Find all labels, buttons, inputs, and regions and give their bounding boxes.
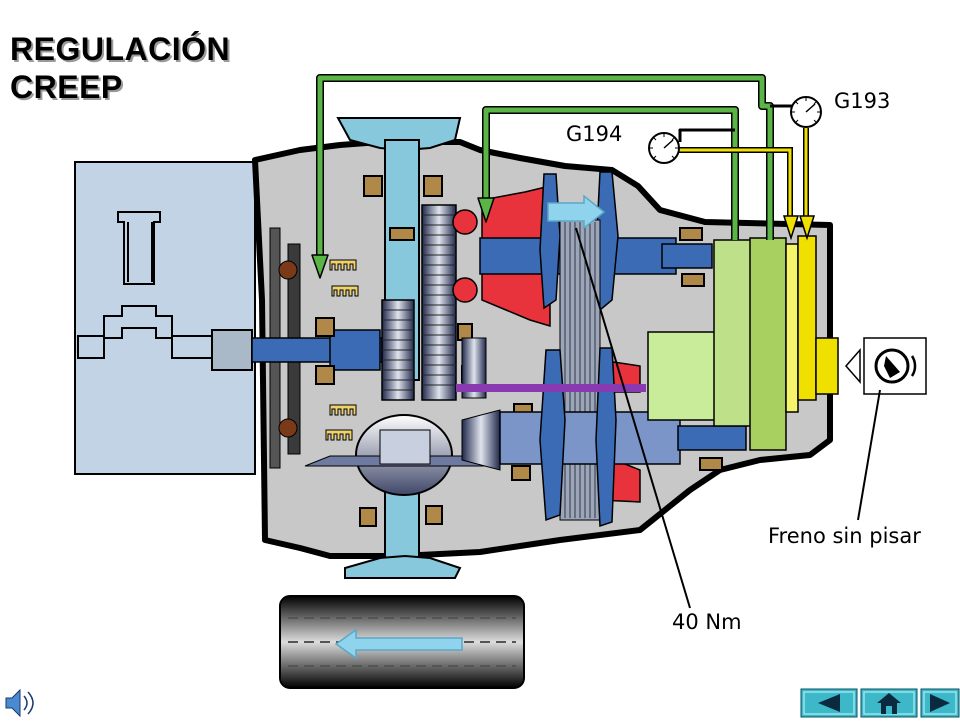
speaker-icon[interactable]	[5, 688, 34, 718]
brake-pedal-icon	[863, 337, 927, 395]
title-line-1: REGULACIÓN	[10, 31, 231, 67]
differential	[304, 409, 501, 496]
hydraulic-unit	[647, 235, 861, 451]
leader-lines	[575, 227, 881, 609]
arrow-left-icon	[800, 688, 858, 718]
page-title: REGULACIÓN CREEP	[10, 30, 230, 106]
label-brake-released: Freno sin pisar	[768, 524, 921, 548]
road-wheel	[279, 595, 525, 689]
home-icon	[860, 688, 918, 718]
spur-gear	[421, 204, 457, 401]
home-button[interactable]	[860, 688, 918, 718]
label-g194: G194	[566, 122, 623, 146]
input-shaft	[251, 329, 383, 371]
pressure-gauge-icon	[790, 96, 822, 128]
next-button[interactable]	[920, 688, 960, 718]
variator-chain	[559, 219, 601, 521]
pressure-gauge-icon	[648, 132, 680, 164]
title-line-2: CREEP	[10, 69, 123, 105]
clutch-springs	[325, 259, 359, 441]
arrow-right-icon	[920, 688, 960, 718]
label-torque: 40 Nm	[672, 610, 742, 634]
rotation-arrow-icon	[547, 194, 606, 230]
engine-block	[74, 161, 256, 475]
label-g193: G193	[834, 89, 891, 113]
prev-button[interactable]	[800, 688, 858, 718]
pressure-lines	[664, 128, 816, 241]
